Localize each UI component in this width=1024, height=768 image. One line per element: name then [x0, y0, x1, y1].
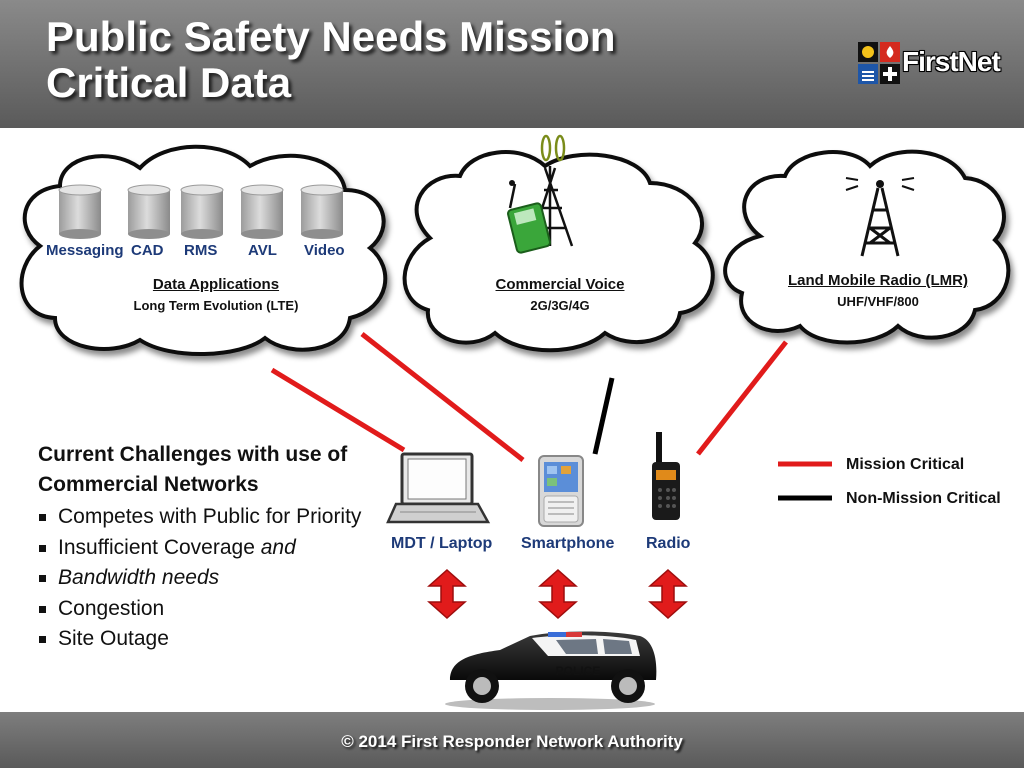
commercial-voice-smartphone-line	[592, 377, 615, 455]
app-label-rms: RMS	[184, 242, 218, 259]
handheld-radio-icon	[652, 432, 680, 520]
lte-smartphone-mission-critical-line	[360, 332, 525, 462]
smartphone-icon	[538, 455, 584, 527]
laptop-icon	[386, 452, 491, 524]
app-label-avl: AVL	[248, 242, 277, 259]
app-label-messaging: Messaging	[46, 242, 124, 259]
rms-database-icon	[180, 184, 224, 239]
title-bar: Public Safety Needs Mission Critical Dat…	[0, 0, 1024, 128]
title-line-2: Critical Data	[46, 59, 292, 106]
data-applications-cloud	[19, 144, 388, 356]
legend-mission-critical: Mission Critical	[846, 456, 965, 473]
legend-non-mission-critical: Non-Mission Critical	[846, 490, 1001, 507]
lmr-subtitle: UHF/VHF/800	[837, 294, 919, 309]
challenges-list: Competes with Public for Priority Insuff…	[38, 502, 388, 655]
title-line-1: Public Safety Needs Mission	[46, 13, 616, 60]
messaging-database-icon	[58, 184, 102, 239]
challenges-title: Current Challenges with use of Commercia…	[38, 443, 348, 496]
device-label-smartphone: Smartphone	[521, 535, 615, 552]
cad-database-icon	[127, 184, 171, 239]
land-mobile-radio-cloud	[723, 149, 1011, 345]
list-item: Site Outage	[38, 624, 388, 655]
challenges-section: Current Challenges with use of Commercia…	[38, 440, 388, 655]
network-diagram: POLICE	[19, 134, 1011, 710]
device-label-laptop: MDT / Laptop	[391, 535, 493, 552]
firstnet-logo: FirstNet	[858, 42, 1008, 88]
list-item: Insufficient Coverage and	[38, 533, 388, 564]
smartphone-vehicle-arrow-icon	[538, 568, 578, 620]
device-label-radio: Radio	[646, 535, 691, 552]
logo-text: FirstNet	[902, 46, 1001, 77]
radio-vehicle-arrow-icon	[648, 568, 688, 620]
lmr-radio-mission-critical-line	[696, 340, 788, 456]
list-item: Congestion	[38, 594, 388, 625]
lte-laptop-mission-critical-line	[270, 367, 406, 453]
commercial-voice-cloud	[402, 150, 715, 353]
copyright-text: © 2014 First Responder Network Authority	[341, 732, 683, 751]
cell-tower-phone-icon	[507, 134, 574, 254]
police-label: POLICE	[556, 664, 601, 678]
laptop-vehicle-arrow-icon	[427, 568, 467, 620]
app-label-cad: CAD	[131, 242, 164, 259]
video-database-icon	[300, 184, 344, 239]
list-item: Bandwidth needs	[38, 563, 388, 594]
list-item: Competes with Public for Priority	[38, 502, 388, 533]
data-applications-subtitle: Long Term Evolution (LTE)	[133, 298, 299, 313]
app-label-video: Video	[304, 242, 345, 259]
data-applications-title: Data Applications	[152, 276, 280, 293]
footer-bar: © 2014 First Responder Network Authority	[0, 712, 1024, 768]
radio-tower-icon	[845, 177, 915, 257]
police-car-icon: POLICE	[445, 631, 657, 710]
commercial-voice-title: Commercial Voice	[495, 276, 625, 293]
avl-database-icon	[240, 184, 284, 239]
database-icons	[58, 184, 344, 239]
page-title: Public Safety Needs Mission Critical Dat…	[46, 14, 746, 106]
lmr-title: Land Mobile Radio (LMR)	[788, 272, 968, 289]
firstnet-emblem-icon	[858, 42, 900, 84]
commercial-voice-subtitle: 2G/3G/4G	[530, 298, 590, 313]
